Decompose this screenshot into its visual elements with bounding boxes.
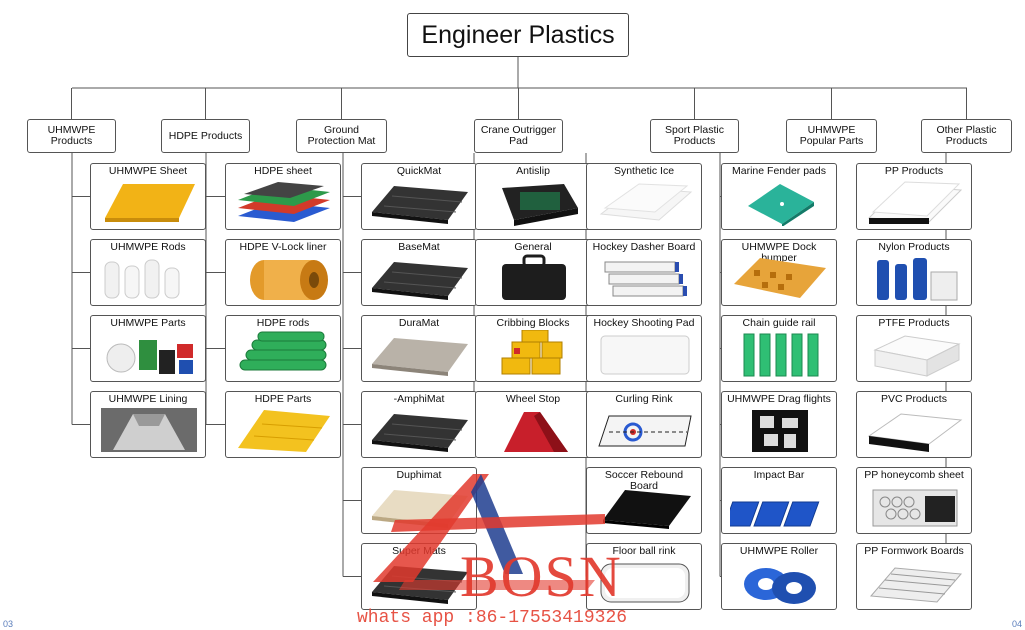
watermark-contact: whats app :86-17553419326 — [357, 608, 628, 628]
product-item-label: -AmphiMat — [393, 393, 445, 405]
product-item: Hockey Shooting Pad — [586, 315, 702, 382]
product-item: Marine Fender pads — [721, 163, 837, 230]
product-item: Curling Rink — [586, 391, 702, 458]
product-item-label: Hockey Shooting Pad — [593, 317, 695, 329]
category-crane-outrigger-pad: Crane Outrigger Pad — [474, 119, 563, 153]
product-item: Synthetic Ice — [586, 163, 702, 230]
product-item-label: BaseMat — [398, 241, 440, 253]
product-item: BaseMat — [361, 239, 477, 306]
product-item-label: Curling Rink — [615, 393, 673, 405]
product-item-label: Antislip — [516, 165, 550, 177]
product-item-label: UHMWPE Parts — [110, 317, 186, 329]
product-item: Wheel Stop — [475, 391, 591, 458]
product-item: QuickMat — [361, 163, 477, 230]
category-ground-protection-mat: Ground Protection Mat — [296, 119, 387, 153]
product-item: Nylon Products — [856, 239, 972, 306]
product-item: PTFE Products — [856, 315, 972, 382]
product-item-label: Hockey Dasher Board — [592, 241, 696, 253]
product-item-label: PTFE Products — [878, 317, 950, 329]
product-item-label: UHMWPE Drag flights — [727, 393, 831, 405]
product-item-label: PVC Products — [881, 393, 947, 405]
product-item-label: HDPE rods — [256, 317, 310, 329]
product-item-label: DuraMat — [398, 317, 440, 329]
product-item-label: Marine Fender pads — [732, 165, 826, 177]
product-item: HDPE sheet — [225, 163, 341, 230]
product-item: UHMWPE Lining — [90, 391, 206, 458]
product-item: UHMWPE Dock bumper — [721, 239, 837, 306]
product-item-label: UHMWPE Dock bumper — [741, 241, 817, 264]
product-item-label: UHMWPE Lining — [108, 393, 188, 405]
product-item: HDPE rods — [225, 315, 341, 382]
product-item: Soccer Rebound Board — [586, 467, 702, 534]
product-item: General — [475, 239, 591, 306]
product-item: Floor ball rink — [586, 543, 702, 610]
product-item-label: UHMWPE Sheet — [108, 165, 188, 177]
product-item-label: QuickMat — [396, 165, 442, 177]
product-item-label: HDPE sheet — [254, 165, 312, 177]
product-item-label: HDPE V-Lock liner — [239, 241, 327, 253]
product-item: UHMWPE Drag flights — [721, 391, 837, 458]
product-item-label: PP Formwork Boards — [864, 545, 964, 557]
product-item-label: Nylon Products — [878, 241, 950, 253]
product-item-label: PP honeycomb sheet — [864, 469, 964, 481]
product-item: HDPE V-Lock liner — [225, 239, 341, 306]
watermark-brand: BOSN — [460, 544, 623, 609]
product-item: UHMWPE Sheet — [90, 163, 206, 230]
bosn-logo-icon — [373, 474, 605, 590]
product-item: UHMWPE Parts — [90, 315, 206, 382]
product-item-label: Cribbing Blocks — [496, 317, 570, 329]
product-item-label: Chain guide rail — [742, 317, 816, 329]
product-item-label: HDPE Parts — [254, 393, 312, 405]
product-item-label: Floor ball rink — [612, 545, 676, 557]
category-hdpe-products: HDPE Products — [161, 119, 250, 153]
category-sport-plastic-products: Sport Plastic Products — [650, 119, 739, 153]
product-item: PP honeycomb sheet — [856, 467, 972, 534]
category-uhmwpe-products: UHMWPE Products — [27, 119, 116, 153]
product-item-label: UHMWPE Roller — [739, 545, 819, 557]
category-other-plastic-products: Other Plastic Products — [921, 119, 1012, 153]
product-item: Cribbing Blocks — [475, 315, 591, 382]
root-node: Engineer Plastics — [407, 13, 629, 57]
product-item: PP Products — [856, 163, 972, 230]
product-item-label: Synthetic Ice — [613, 165, 675, 177]
product-item: UHMWPE Rods — [90, 239, 206, 306]
product-item: UHMWPE Roller — [721, 543, 837, 610]
product-item: Chain guide rail — [721, 315, 837, 382]
product-item-label: Impact Bar — [753, 469, 805, 481]
product-item: PP Formwork Boards — [856, 543, 972, 610]
product-item: Antislip — [475, 163, 591, 230]
product-item: -AmphiMat — [361, 391, 477, 458]
product-item-label: Soccer Rebound Board — [604, 469, 684, 492]
product-item-label: Wheel Stop — [505, 393, 561, 405]
product-item: Hockey Dasher Board — [586, 239, 702, 306]
product-item: Impact Bar — [721, 467, 837, 534]
product-item: PVC Products — [856, 391, 972, 458]
page-number-right: 04 — [1012, 619, 1023, 629]
page-number-left: 03 — [3, 619, 14, 629]
product-item-label: Duphimat — [396, 469, 442, 481]
category-uhmwpe-popular-parts: UHMWPE Popular Parts — [786, 119, 877, 153]
product-item: DuraMat — [361, 315, 477, 382]
product-item: HDPE Parts — [225, 391, 341, 458]
product-item-label: General — [514, 241, 552, 253]
product-item-label: UHMWPE Rods — [110, 241, 186, 253]
product-item-label: PP Products — [884, 165, 944, 177]
